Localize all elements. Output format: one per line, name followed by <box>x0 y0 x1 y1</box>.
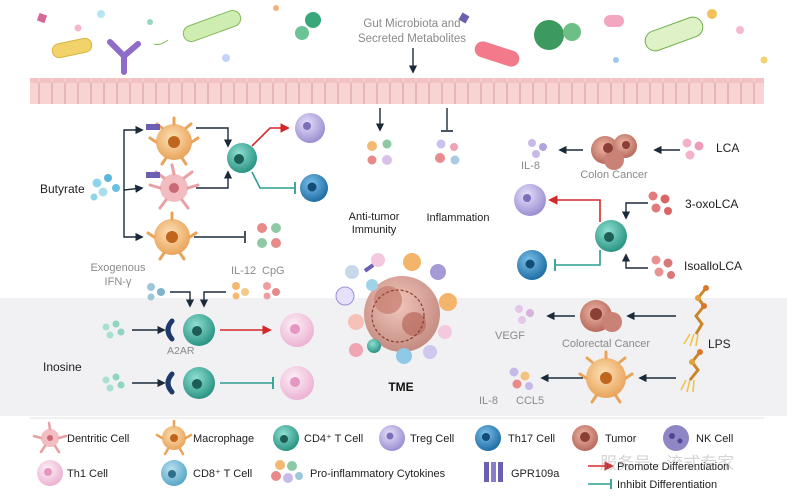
inflammation-cytokines <box>435 139 460 165</box>
a2ar-receptor-icon <box>165 318 175 342</box>
inflammation-label: Inflammation <box>427 212 490 224</box>
ifn-to-cd4-arrow <box>170 291 195 308</box>
oxolca-molecules <box>648 191 672 215</box>
legend-treg-label: Treg Cell <box>410 433 454 445</box>
macrophage-cell <box>578 350 634 404</box>
legend-cytokines-label: Pro-inflammatory Cytokines <box>310 468 446 480</box>
legend-tumor-icon <box>572 425 598 451</box>
watermark: 服务号 · 流式专家 <box>600 454 734 473</box>
il8-top-molecules <box>528 139 547 158</box>
isoallolca-label: IsoalloLCA <box>684 259 742 273</box>
legend-promote-label: Promote Differentiation <box>617 461 729 473</box>
inosine-molecules-top <box>102 320 125 339</box>
il12-molecules <box>232 282 249 300</box>
cpg-molecules <box>263 282 280 300</box>
isoallolca-molecules <box>651 255 675 279</box>
inhibit-th17-line <box>251 171 294 189</box>
butyrate-label: Butyrate <box>40 182 85 196</box>
tme-cluster <box>335 253 457 364</box>
butyrate-branch-top <box>123 125 144 190</box>
microbiota-cluster <box>36 5 768 75</box>
dc-to-cd4-arrow <box>196 170 233 189</box>
legend-inhibit-label: Inhibit Differentiation <box>617 479 717 491</box>
promote-treg-arrow <box>251 123 290 147</box>
il8-top-label: IL-8 <box>521 160 540 172</box>
vegf-label: VEGF <box>495 330 525 342</box>
a2ar-receptor-icon <box>165 371 175 395</box>
oxolca-to-cd4-arrow <box>621 202 648 220</box>
anti-tumor-label-line1: Anti-tumor <box>349 211 400 223</box>
legend-cd8-label: CD8⁺ T Cell <box>193 468 252 480</box>
colon-cancer-label: Colon Cancer <box>580 169 648 181</box>
exogenous-label-line1: Exogenous <box>90 262 146 274</box>
exogenous-label-line2: IFN-γ <box>105 276 132 288</box>
lps-label: LPS <box>708 337 731 351</box>
legend-gpr109a-label: GPR109a <box>511 468 560 480</box>
legend: Dentritic Cell Macrophage CD4⁺ T Cell Tr… <box>32 419 733 491</box>
macrophage-cell <box>146 116 200 166</box>
promote-treg-arrow-right <box>548 195 601 222</box>
legend-macrophage-label: Macrophage <box>193 433 254 445</box>
il8-ccl5-molecules <box>509 367 533 390</box>
isoallolca-to-cd4-arrow <box>621 253 648 269</box>
lca-label: LCA <box>716 141 739 155</box>
legend-nk-label: NK Cell <box>696 433 733 445</box>
gpr109a-receptor-icon <box>146 124 160 130</box>
legend-tumor-label: Tumor <box>605 433 637 445</box>
butyrate-molecules <box>90 174 120 201</box>
legend-gpr109a-icon <box>484 462 503 482</box>
header-title-line2: Secreted Metabolites <box>358 33 466 45</box>
il12-to-cd4-arrow <box>199 291 226 308</box>
ifn-gamma-molecules <box>147 283 165 301</box>
cpg-label: CpG <box>262 265 285 277</box>
tme-label: TME <box>388 380 413 394</box>
oxolca-label: 3-oxoLCA <box>685 197 738 211</box>
lps-molecule-icon <box>683 285 709 347</box>
colon-cancer-tumor <box>591 134 637 170</box>
ccl5-label: CCL5 <box>516 395 544 407</box>
il8-bottom-label: IL-8 <box>479 395 498 407</box>
inosine-molecules-bottom <box>102 373 125 392</box>
legend-cytokines-icon <box>271 460 303 483</box>
legend-nk-cell-icon <box>663 425 689 451</box>
anti-tumor-cytokines <box>367 139 392 165</box>
inosine-label: Inosine <box>43 360 82 374</box>
y-shaped-bacterium-icon <box>107 39 141 75</box>
anti-tumor-label-line2: Immunity <box>352 224 397 236</box>
legend-dendritic-label: Dentritic Cell <box>67 433 129 445</box>
dendritic-cell <box>146 163 200 210</box>
il12-label: IL-12 <box>231 265 256 277</box>
a2ar-label: A2AR <box>167 345 195 357</box>
colorectal-cancer-tumor <box>580 300 622 332</box>
mac-to-cd4-arrow <box>196 127 233 148</box>
lps-molecule-icon-2 <box>680 349 703 393</box>
butyrate-branch-mid <box>123 184 144 193</box>
vegf-molecules <box>515 305 534 324</box>
lca-molecules <box>682 138 704 160</box>
header-title-line1: Gut Microbiota and <box>363 18 460 30</box>
legend-macrophage-icon <box>155 419 193 456</box>
legend-th1-label: Th1 Cell <box>67 468 108 480</box>
macrophage-cell <box>146 211 198 261</box>
gut-epithelium <box>30 78 764 104</box>
butyrate-branch-bottom <box>123 190 144 242</box>
butyrate-cytokines <box>257 223 281 248</box>
legend-th17-label: Th17 Cell <box>508 433 555 445</box>
colorectal-cancer-label: Colorectal Cancer <box>562 338 650 350</box>
legend-dendritic-cell-icon <box>32 421 68 454</box>
inhibit-th17-line-right <box>556 250 601 266</box>
legend-cd4-label: CD4⁺ T Cell <box>304 433 363 445</box>
